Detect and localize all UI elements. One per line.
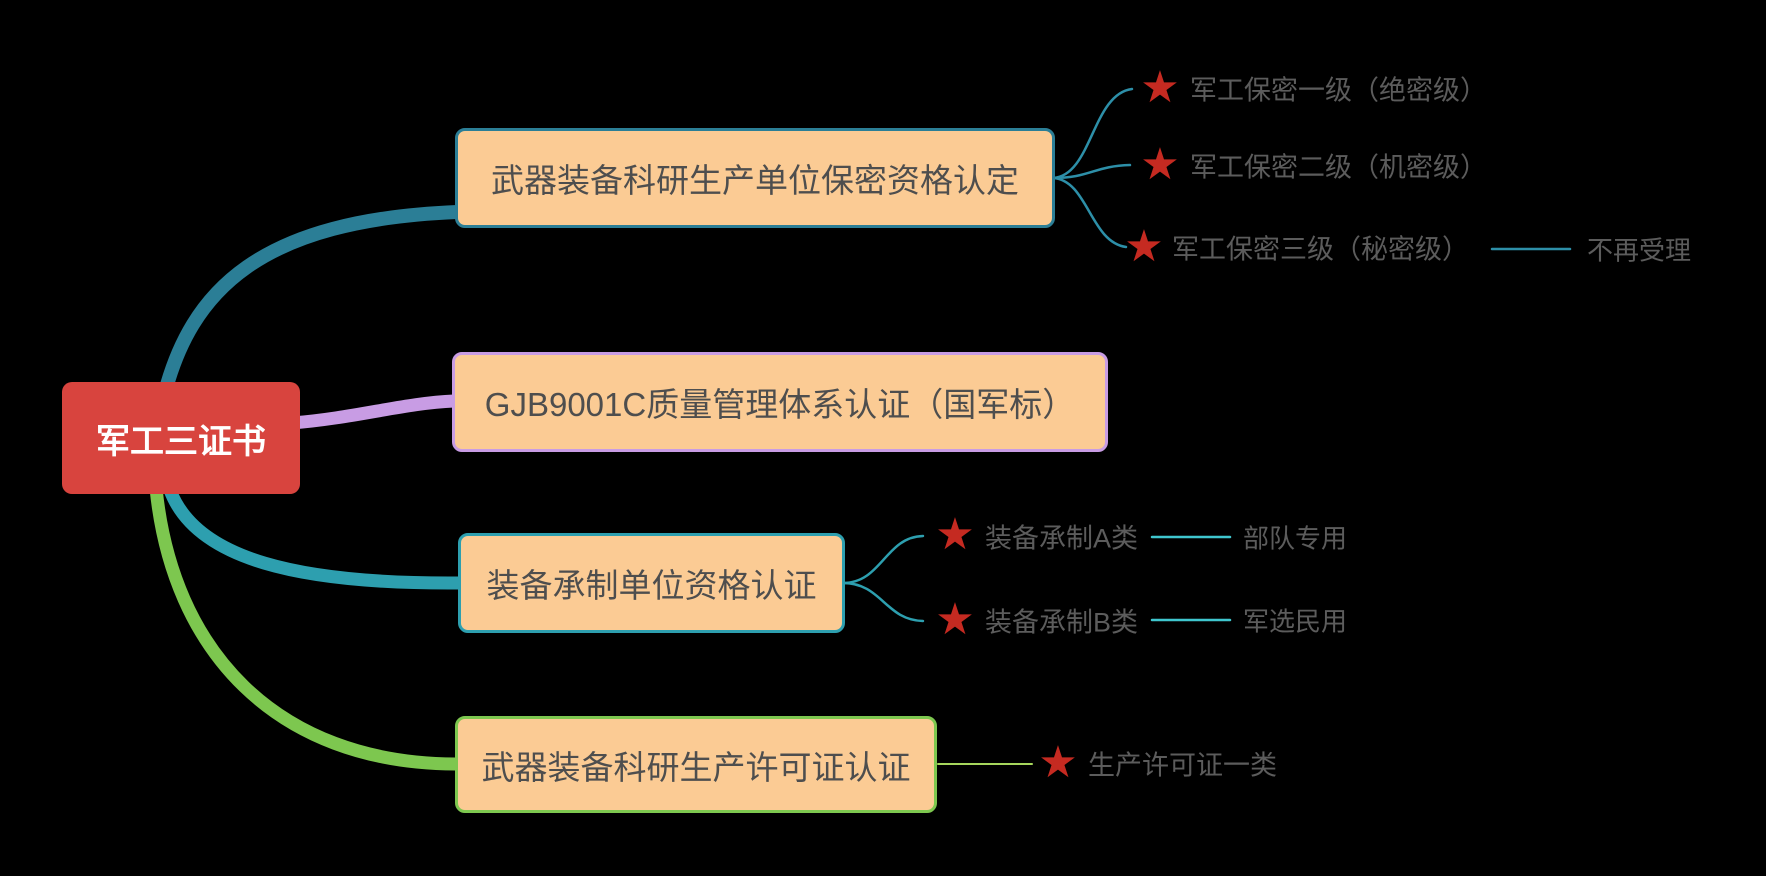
star-icon[interactable]: ★	[1140, 63, 1180, 112]
branch3-childA-note[interactable]: 部队专用	[1243, 523, 1348, 554]
branch3-childB-label[interactable]: 装备承制B类	[985, 607, 1139, 638]
star-icon[interactable]: ★	[1140, 140, 1180, 189]
branch1-child3-curve	[1051, 176, 1128, 249]
branch1-child1-label[interactable]: 军工保密一级（绝密级）	[1190, 75, 1487, 106]
branch3-childB-note[interactable]: 军选民用	[1243, 606, 1348, 637]
star-icon[interactable]: ★	[935, 510, 975, 559]
branch1-child2-label[interactable]: 军工保密二级（机密级）	[1190, 152, 1487, 183]
branch1-node[interactable]: 武器装备科研生产单位保密资格认定	[455, 128, 1055, 228]
branch2-curve	[285, 394, 461, 430]
branch3-childA-label[interactable]: 装备承制A类	[985, 523, 1139, 554]
star-icon[interactable]: ★	[1038, 738, 1078, 787]
branch2-node[interactable]: GJB9001C质量管理体系认证（国军标）	[452, 352, 1108, 452]
star-icon[interactable]: ★	[935, 595, 975, 644]
branch4-child-label[interactable]: 生产许可证一类	[1088, 750, 1277, 781]
branch1-child2-curve	[1051, 163, 1132, 180]
branch3-childA-curve	[841, 534, 925, 585]
branch3-childB-curve2	[841, 581, 925, 623]
root-node[interactable]: 军工三证书	[62, 382, 300, 494]
branch3-node[interactable]: 装备承制单位资格认证	[458, 533, 845, 633]
star-icon[interactable]: ★	[1124, 222, 1164, 271]
branch1-child3-label[interactable]: 军工保密三级（秘密级）	[1172, 234, 1469, 265]
branch1-curve	[156, 205, 464, 407]
branch4-node[interactable]: 武器装备科研生产许可证认证	[455, 716, 937, 813]
branch1-child3-note[interactable]: 不再受理	[1587, 235, 1692, 266]
branch4-curve	[149, 481, 462, 771]
branch1-child1-curve	[1051, 87, 1134, 180]
branch3-curve	[163, 483, 465, 590]
